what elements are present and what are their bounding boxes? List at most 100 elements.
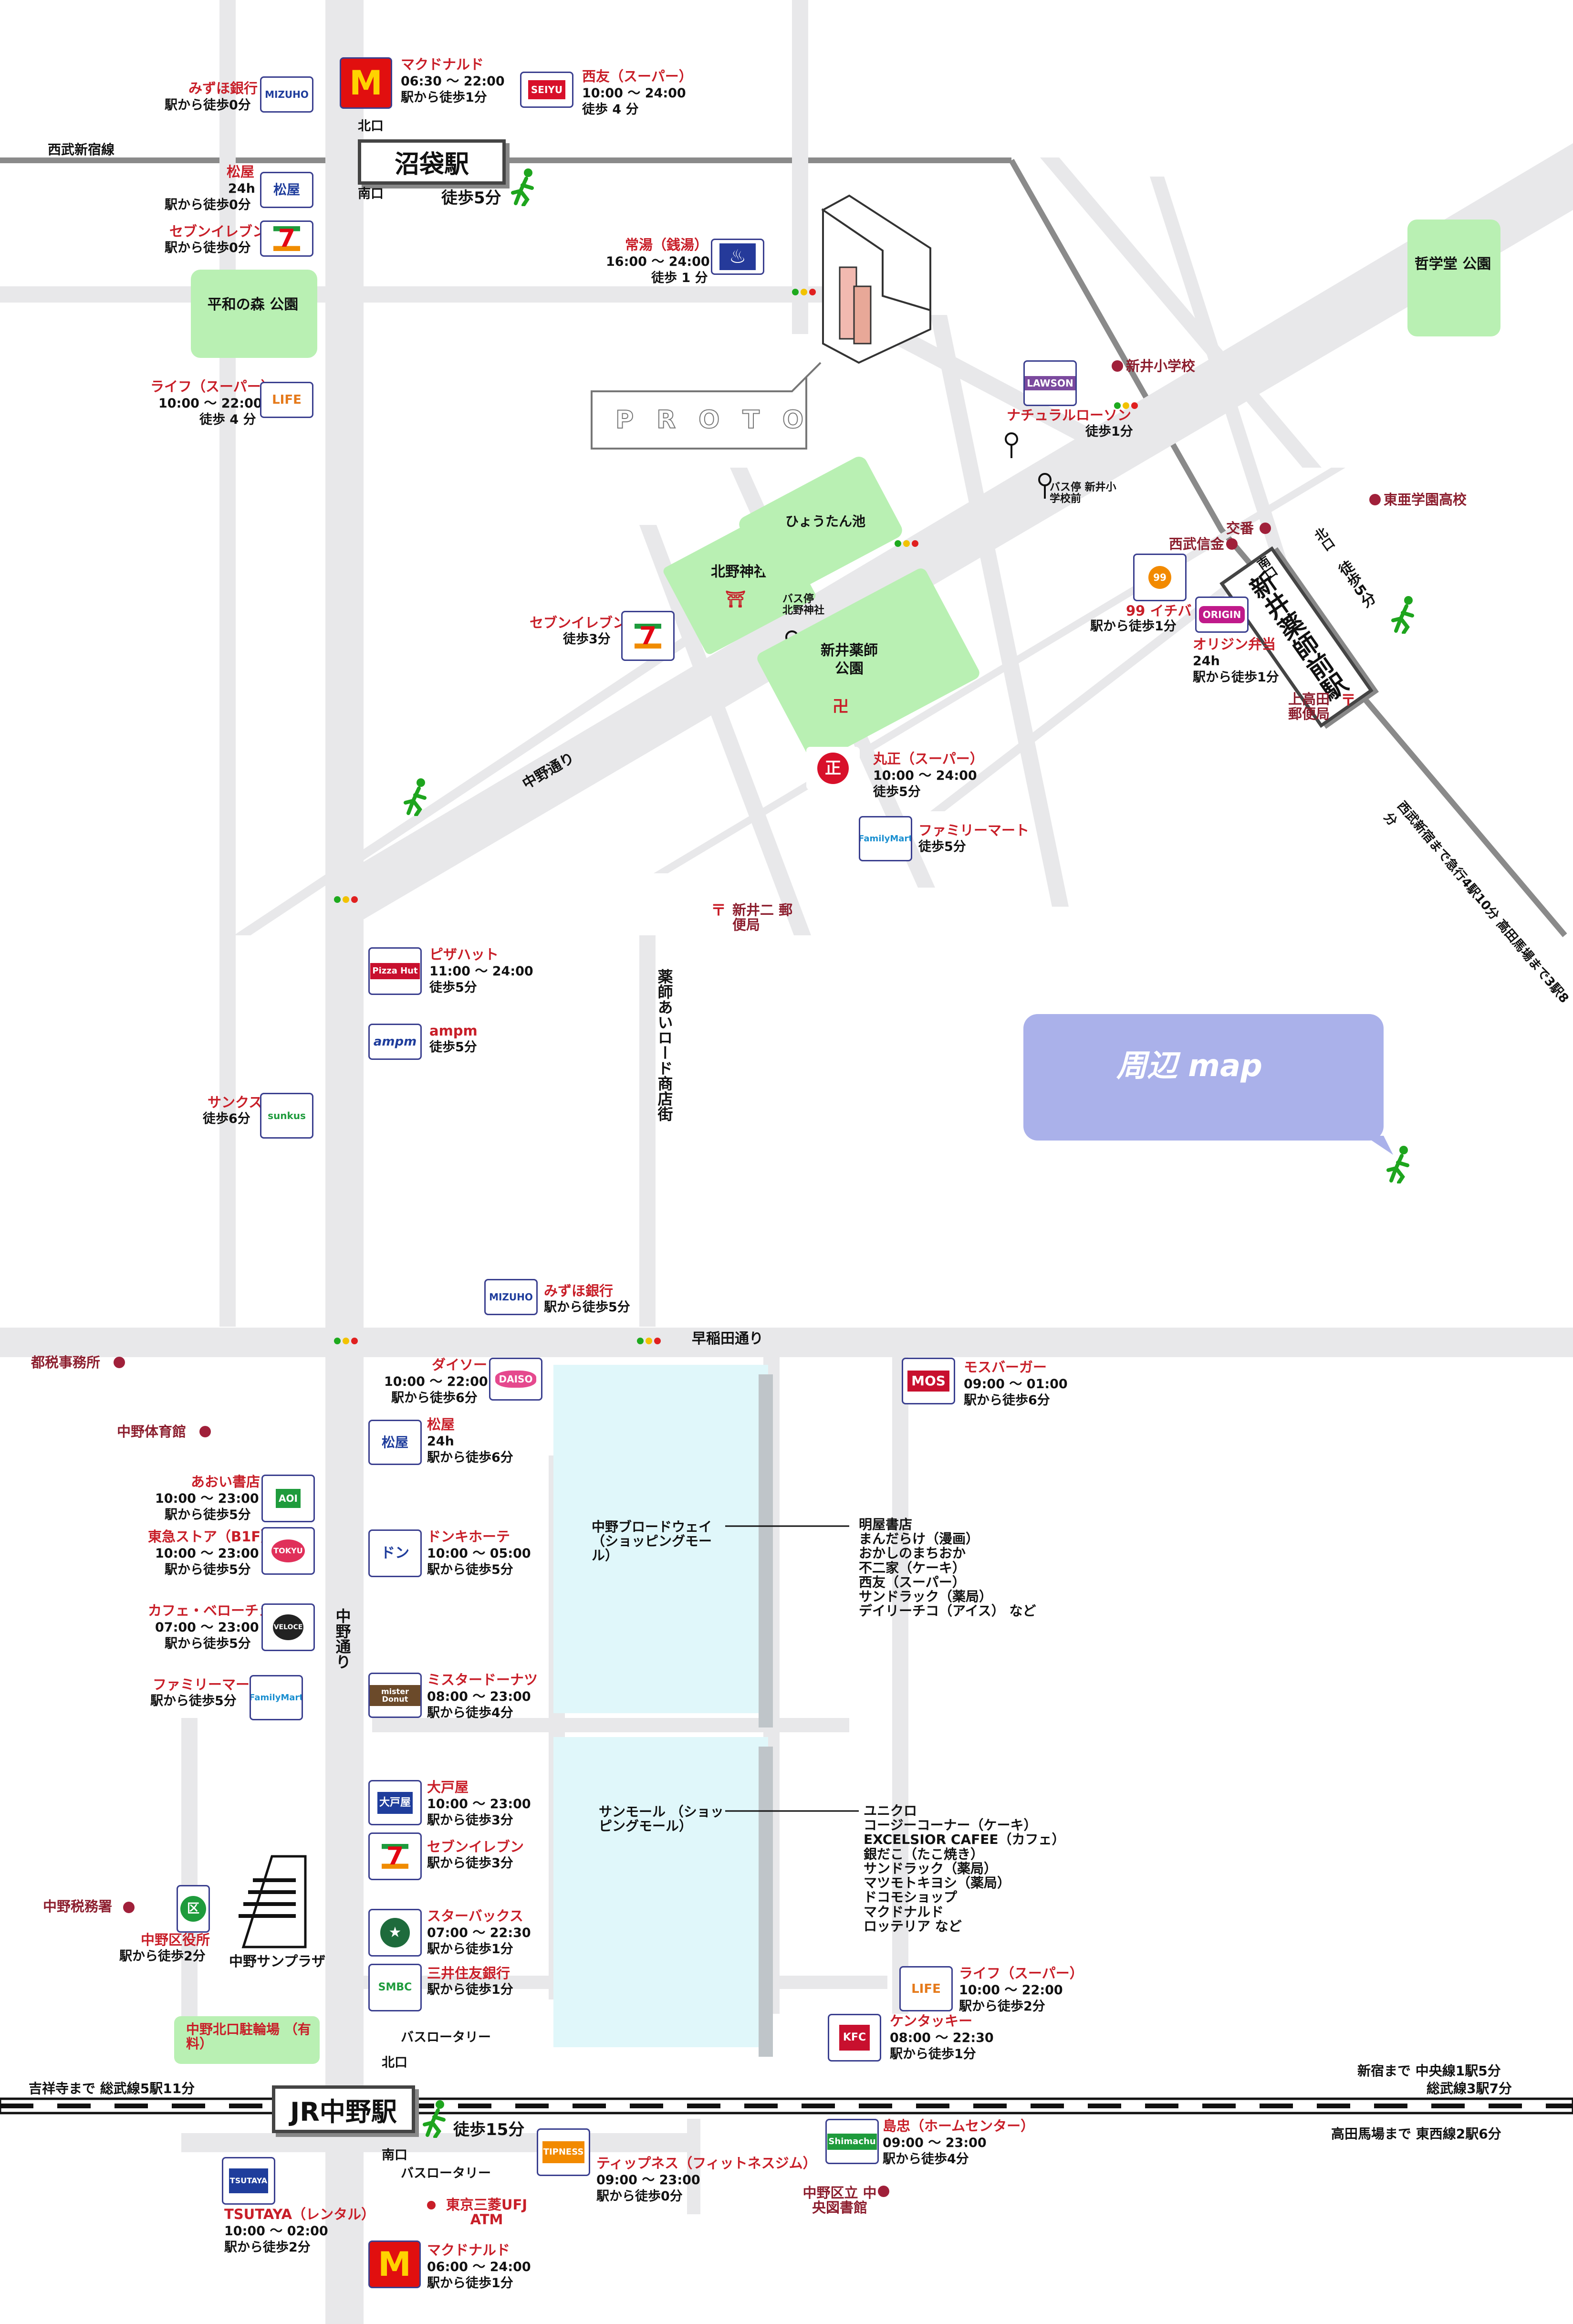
landmark-dot xyxy=(1226,538,1238,550)
tozei-label: 都税事務所 xyxy=(31,1354,101,1371)
kfc-hours: 08:00 ～ 22:30 xyxy=(890,2031,994,2045)
familymart-logo-icon[interactable]: FamilyMart xyxy=(250,1675,303,1720)
malls xyxy=(553,1365,859,2057)
lawson-logo-icon[interactable]: LAWSON xyxy=(1023,360,1077,406)
99ichiba-logo-icon[interactable]: 99 xyxy=(1133,554,1187,601)
post-office-icon: 〒 xyxy=(1341,691,1356,709)
shimachu-name: 島忠（ホームセンター） xyxy=(883,2118,1035,2134)
mcd-top-hours: 06:30 ～ 22:00 xyxy=(401,74,505,89)
mos-walk: 駅から徒歩6分 xyxy=(964,1393,1050,1408)
seiyu-logo-icon[interactable]: SEIYU xyxy=(520,72,573,108)
mcd-low-name: マクドナルド xyxy=(427,2242,510,2258)
life-top-hours: 10:00 ～ 22:00 xyxy=(158,396,262,411)
familymart-logo-icon[interactable]: FamilyMart xyxy=(859,816,912,861)
life-logo-icon[interactable]: LIFE xyxy=(899,1966,953,2011)
title-bubble xyxy=(1023,1014,1393,1155)
99ichiba-name: 99 イチバ xyxy=(1126,603,1192,619)
shimachu-logo-icon[interactable]: Shimachu xyxy=(825,2119,879,2164)
nakano-south: 南口 xyxy=(382,2148,407,2163)
ward-office-name: 中野区役所 xyxy=(141,1932,210,1948)
nakano-station[interactable]: JR中野駅 xyxy=(272,2085,415,2133)
starbucks-logo-icon[interactable]: ★ xyxy=(368,1909,422,1957)
aoi-name: あおい書店 xyxy=(191,1474,260,1490)
aoi-logo-icon[interactable]: AOI xyxy=(261,1475,315,1522)
veloce-hours: 07:00 ～ 23:00 xyxy=(155,1620,259,1635)
tokyu-hours: 10:00 ～ 23:00 xyxy=(155,1546,259,1561)
marusho-hours: 10:00 ～ 24:00 xyxy=(873,768,977,783)
ampm-logo-icon[interactable]: ampm xyxy=(368,1024,422,1060)
nakano-north: 北口 xyxy=(382,2055,407,2070)
99ichiba-walk: 駅から徒歩1分 xyxy=(1090,619,1177,634)
mcdonalds-logo-icon[interactable]: M xyxy=(368,2240,421,2288)
ootoya-logo-icon[interactable]: 大戸屋 xyxy=(368,1780,422,1825)
kfc-walk: 駅から徒歩1分 xyxy=(890,2047,976,2062)
lawson-name: ナチュラルローソン xyxy=(1007,407,1132,423)
seven-low-name: セブンイレブン xyxy=(427,1839,524,1855)
jr-left-label: 吉祥寺まで 総武線5駅11分 xyxy=(29,2081,195,2096)
tipness-logo-icon[interactable]: TIPNESS xyxy=(537,2128,590,2176)
matsuya-logo-icon[interactable]: 松屋 xyxy=(260,172,313,208)
donki-walk: 駅から徒歩5分 xyxy=(427,1562,513,1577)
matsuya-logo-icon[interactable]: 松屋 xyxy=(368,1420,422,1465)
smbc-logo-icon[interactable]: SMBC xyxy=(368,1964,422,2011)
life-low-walk: 駅から徒歩2分 xyxy=(959,1999,1045,2014)
broadway-shop: 明屋書店 xyxy=(859,1517,913,1532)
sunplaza-label: 中野サンプラザ xyxy=(229,1953,326,1969)
donki-logo-icon[interactable]: ドン xyxy=(368,1529,422,1577)
life-top-walk: 徒歩 4 分 xyxy=(199,412,256,427)
mos-name: モスバーガー xyxy=(964,1359,1047,1375)
tsutaya-name: TSUTAYA（レンタル） xyxy=(224,2206,375,2222)
tokyu-logo-icon[interactable]: TOKYU xyxy=(261,1527,315,1575)
mcdonalds-logo-icon[interactable]: M xyxy=(340,57,392,109)
sunmall-shop: マクドナルド xyxy=(864,1904,944,1920)
parking-area xyxy=(174,2016,320,2064)
misdo-walk: 駅から徒歩4分 xyxy=(427,1706,513,1720)
tsutaya-logo-icon[interactable]: TSUTAYA xyxy=(222,2157,275,2205)
sunmall-shop: ドコモショップ xyxy=(864,1889,958,1905)
runner-icon-araiyakushi xyxy=(1391,596,1414,634)
veloce-logo-icon[interactable]: VELOCE xyxy=(261,1603,315,1651)
seven-eleven-logo-icon[interactable]: 7 xyxy=(368,1832,422,1880)
broadway-shop: 西友（スーパー） xyxy=(859,1574,966,1590)
origin-logo-icon[interactable]: ORIGIN xyxy=(1195,597,1249,633)
arai2-post-label: 新井二 郵便局 xyxy=(732,902,793,933)
misdo-hours: 08:00 ～ 23:00 xyxy=(427,1689,531,1704)
sento-logo-icon[interactable]: ♨ xyxy=(711,239,764,275)
parking-label: 中野北口駐輪場 （有料） xyxy=(186,2021,311,2052)
marusho-logo-icon[interactable]: 正 xyxy=(806,747,860,790)
aoi-hours: 10:00 ～ 23:00 xyxy=(155,1491,259,1506)
ward-office-logo-icon[interactable]: 区 xyxy=(177,1885,210,1933)
tsutaya-walk: 駅から徒歩2分 xyxy=(224,2240,311,2255)
seiyu-hours: 10:00 ～ 24:00 xyxy=(582,86,686,101)
numabukuro-station[interactable]: 沼袋駅 xyxy=(358,139,506,185)
sunkus-logo-icon[interactable]: sunkus xyxy=(260,1093,313,1139)
mizuho-logo-icon[interactable]: MIZUHO xyxy=(484,1279,538,1315)
sunmall-shop: ユニクロ xyxy=(864,1803,917,1819)
kfc-logo-icon[interactable]: KFC xyxy=(828,2014,881,2062)
landmark-dot xyxy=(1260,523,1271,534)
runner-icon-title xyxy=(1386,1146,1409,1183)
mizuho-top-name: みずほ銀行 xyxy=(188,80,258,96)
kitano-shrine-label: 北野神社 xyxy=(711,564,768,580)
ward-office-walk: 駅から徒歩2分 xyxy=(119,1949,206,1964)
tokyu-walk: 駅から徒歩5分 xyxy=(165,1562,251,1577)
matsuya-mid-name: 松屋 xyxy=(427,1416,455,1433)
mizuho-logo-icon[interactable]: MIZUHO xyxy=(260,76,313,113)
mos-burger-logo-icon[interactable]: MOS xyxy=(902,1358,955,1404)
seven-eleven-logo-icon[interactable]: 7 xyxy=(260,220,313,257)
ai-road-label: 薬師あいロード商店街 xyxy=(655,969,674,1121)
kamitakada-post-label: 上高田 郵便局 xyxy=(1288,691,1330,722)
smbc-walk: 駅から徒歩1分 xyxy=(427,1982,513,1997)
traffic-light-icon xyxy=(637,1338,661,1345)
seven-eleven-logo-icon[interactable]: 7 xyxy=(621,611,675,661)
misdo-logo-icon[interactable]: mister Donut xyxy=(368,1673,422,1718)
matsuya-mid-24h: 24h xyxy=(427,1434,454,1449)
pizzahut-logo-icon[interactable]: Pizza Hut xyxy=(368,947,422,995)
numabukuro-north: 北口 xyxy=(358,119,384,134)
life-logo-icon[interactable]: LIFE xyxy=(260,382,313,418)
donki-hours: 10:00 ～ 05:00 xyxy=(427,1546,531,1561)
tsutaya-hours: 10:00 ～ 02:00 xyxy=(224,2224,328,2239)
seven-top-name: セブンイレブン xyxy=(169,223,267,240)
daiso-logo-icon[interactable]: DAISO xyxy=(489,1358,542,1401)
starbucks-hours: 07:00 ～ 22:30 xyxy=(427,1926,531,1940)
